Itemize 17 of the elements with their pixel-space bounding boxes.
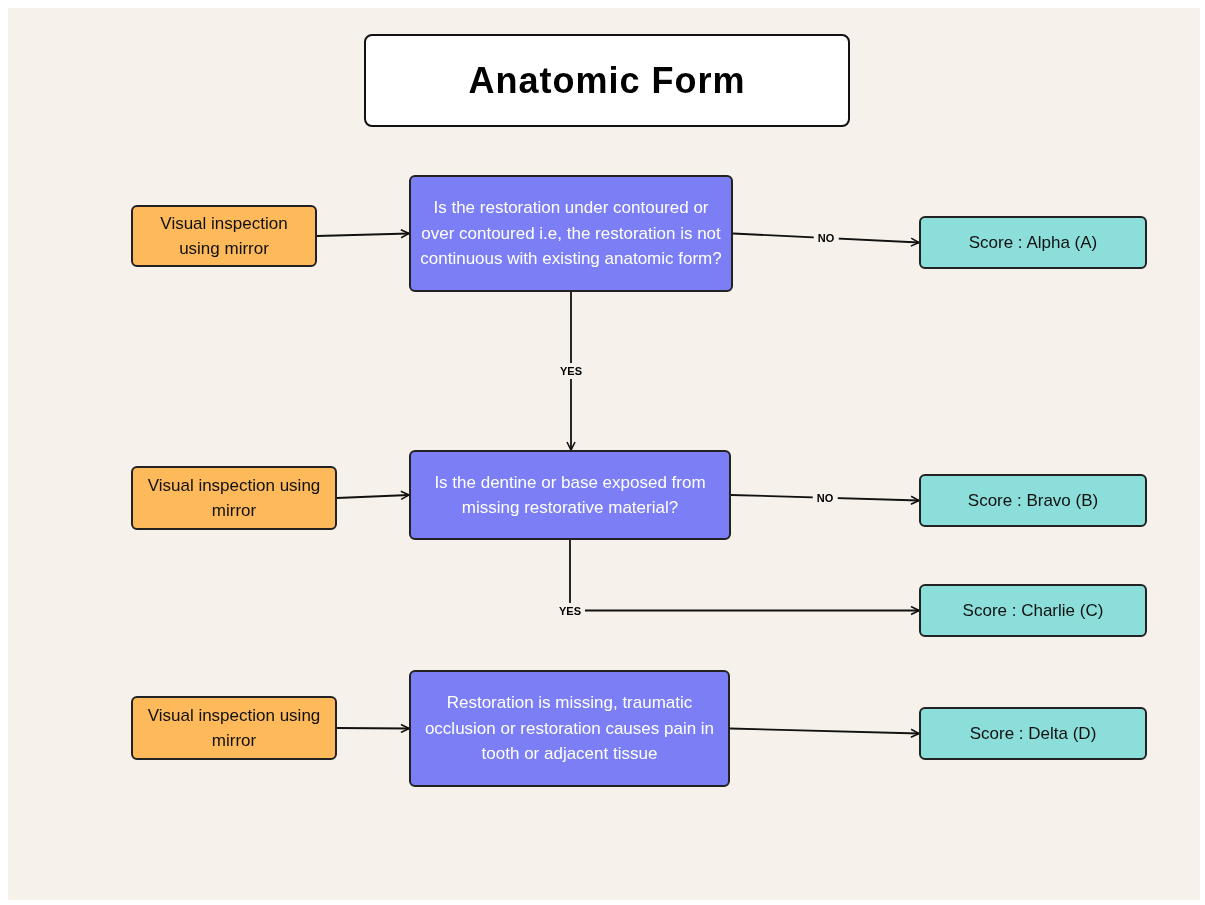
decision-box: Restoration is missing, traumatic occlusion or restoration causes pain in tooth or adjacent tissue (409, 670, 730, 787)
result-box: Score : Alpha (A) (919, 216, 1147, 269)
arrow (316, 228, 410, 239)
result-box: Score : Charlie (C) (919, 584, 1147, 637)
result-box: Score : Delta (D) (919, 707, 1147, 760)
process-box: Visual inspection using mirror (131, 466, 337, 530)
result-box: Score : Bravo (B) (919, 474, 1147, 527)
decision-box: Is the dentine or base exposed from missing restorative material? (409, 450, 731, 540)
arrow (336, 490, 410, 501)
arrow (729, 727, 920, 739)
arrow (569, 539, 920, 616)
title: Anatomic Form (364, 34, 850, 127)
process-box: Visual inspection using mirror (131, 205, 317, 267)
decision-box: Is the restoration under contoured or over contoured i.e, the restoration is not continuous with existing anatomic form? (409, 175, 733, 292)
arrow (336, 723, 410, 734)
process-box: Visual inspection using mirror (131, 696, 337, 760)
arrow (566, 291, 576, 451)
